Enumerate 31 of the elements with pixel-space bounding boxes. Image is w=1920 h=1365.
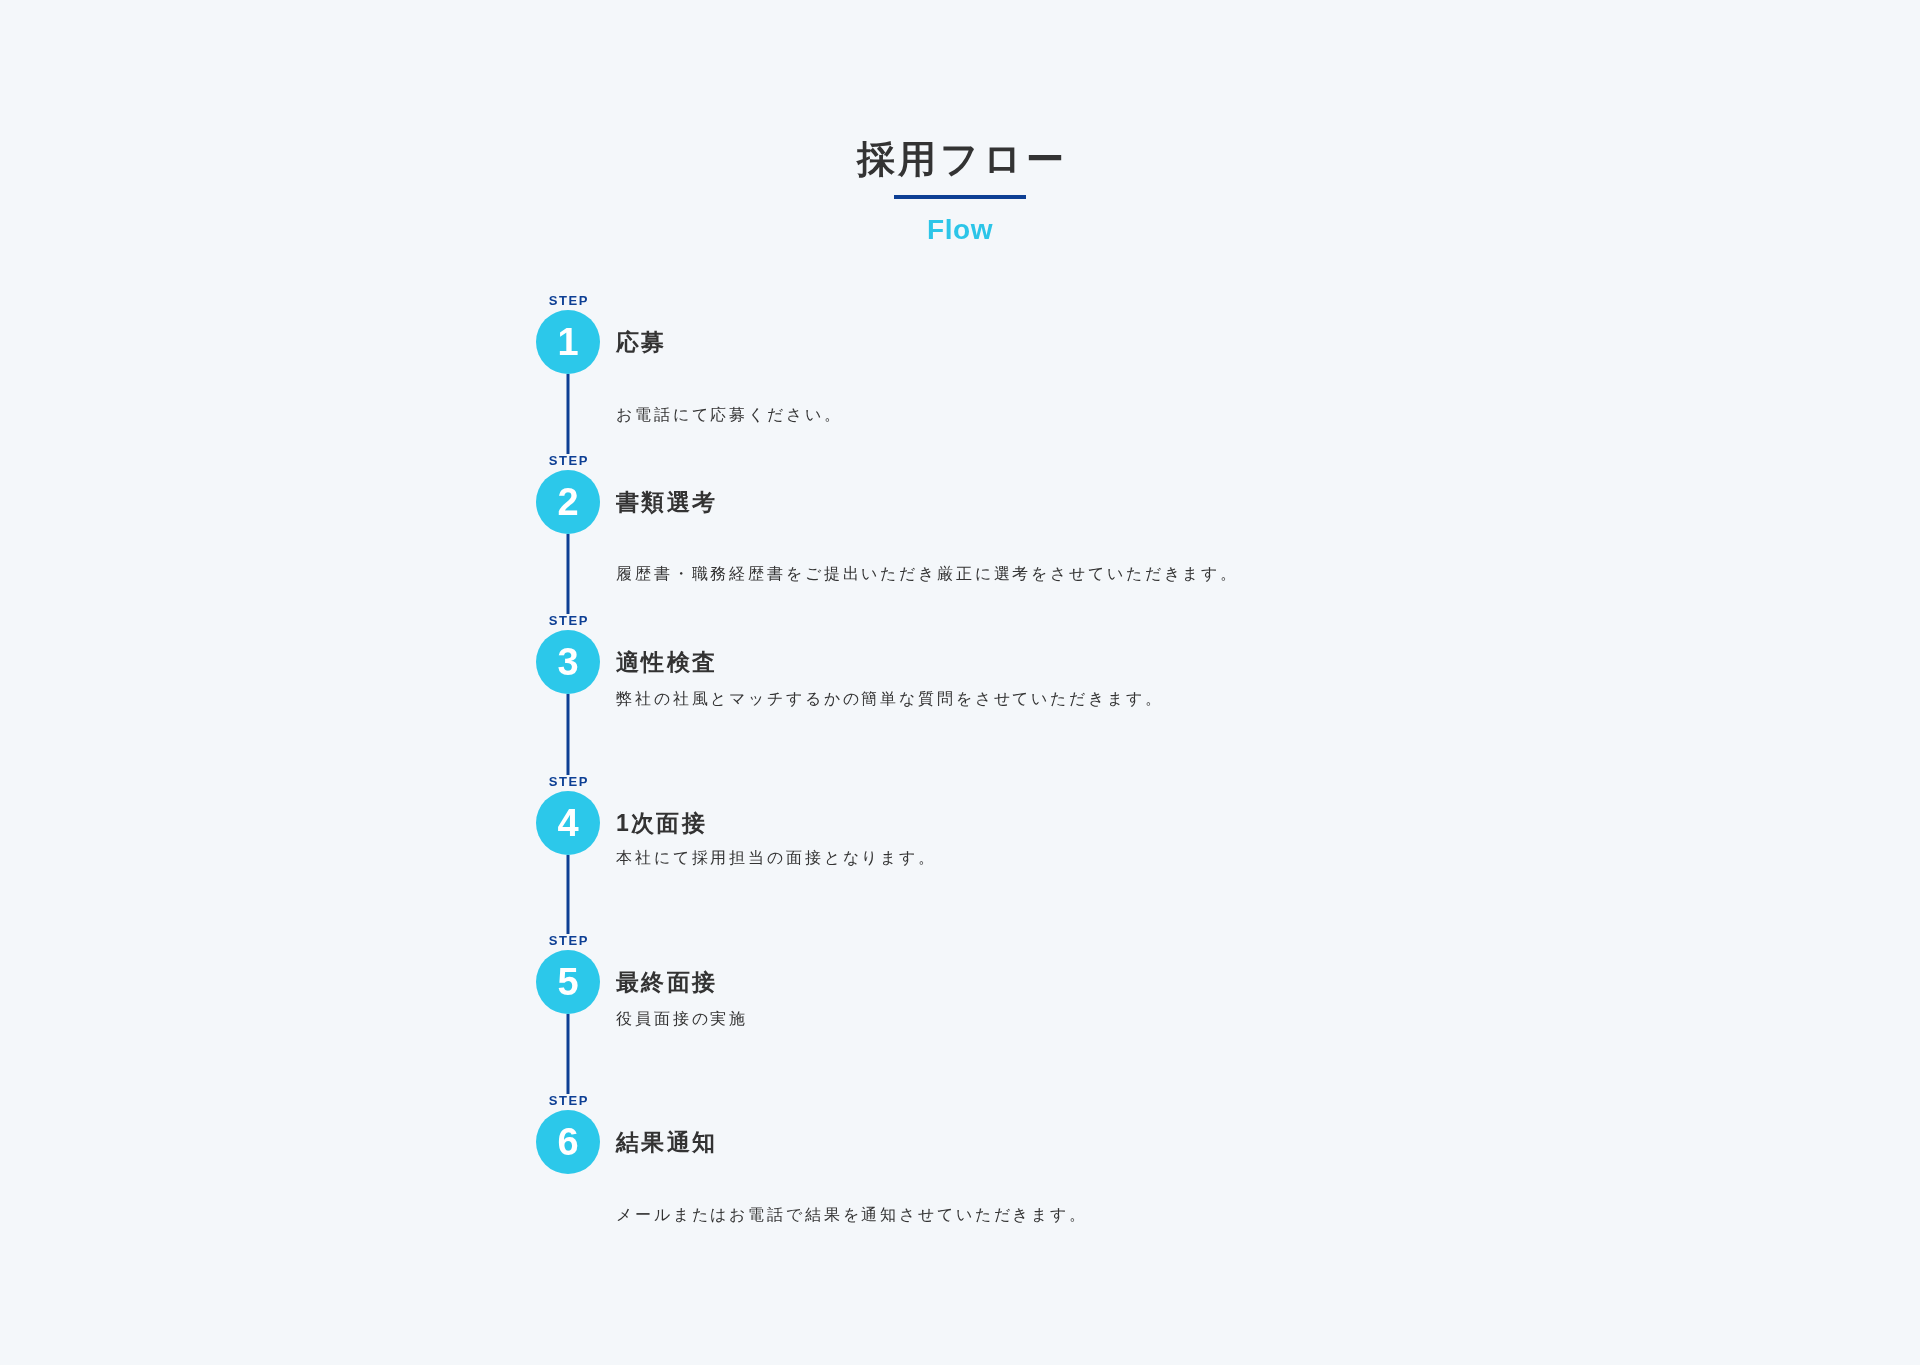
step-number-circle: 3 (536, 630, 600, 694)
step-title: 最終面接 (616, 968, 718, 997)
step-description: 役員面接の実施 (616, 1009, 749, 1029)
connector-line (566, 374, 570, 454)
step-title: 書類選考 (616, 488, 718, 517)
step-title: 適性検査 (616, 648, 718, 677)
step-label: STEP (547, 775, 589, 789)
connector-line (566, 534, 570, 614)
title: 採用フロー (856, 137, 1068, 181)
step-number-circle: 6 (536, 1110, 600, 1174)
subtitle: Flow (927, 214, 993, 246)
step-number-circle: 1 (536, 310, 600, 374)
step-number-circle: 2 (536, 470, 600, 534)
step-number-circle: 4 (536, 791, 600, 855)
step-number-circle: 5 (536, 950, 600, 1014)
connector-line (566, 1014, 570, 1094)
step-description: 履歴書・職務経歴書をご提出いただき厳正に選考をさせていただきます。 (616, 564, 1240, 584)
step-title: 1次面接 (616, 809, 707, 838)
step-title: 応募 (616, 328, 667, 357)
step-title: 結果通知 (616, 1128, 718, 1157)
step-description: 本社にて採用担当の面接となります。 (616, 848, 937, 868)
connector-line (566, 694, 570, 775)
step-description: 弊社の社風とマッチするかの簡単な質問をさせていただきます。 (616, 689, 1164, 709)
step-label: STEP (547, 454, 589, 468)
step-label: STEP (547, 294, 589, 308)
step-label: STEP (547, 614, 589, 628)
step-label: STEP (547, 1094, 589, 1108)
step-label: STEP (547, 934, 589, 948)
step-description: メールまたはお電話で結果を通知させていただきます。 (616, 1205, 1088, 1225)
connector-line (566, 855, 570, 934)
step-description: お電話にて応募ください。 (616, 405, 843, 425)
